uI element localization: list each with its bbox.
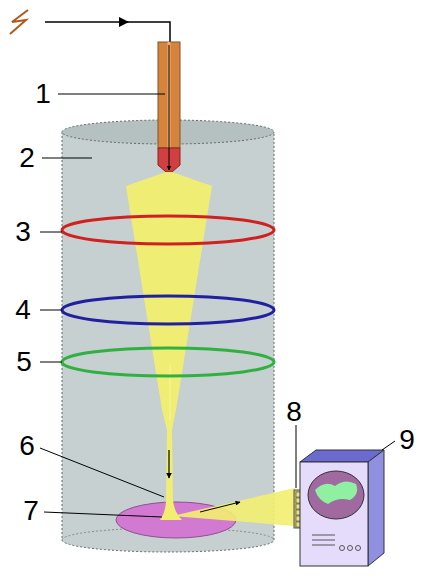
callout-number: 1 [35,80,51,108]
callout-number: 8 [286,398,302,426]
condenser-coil [62,216,274,244]
callout-number: 6 [19,432,35,460]
scan-coil [62,296,274,324]
vacuum-chamber [62,120,274,552]
callout-number: 4 [15,296,31,324]
callout-number: 3 [15,218,31,246]
objective-coil [62,348,274,376]
secondary-electrons [172,488,295,526]
callout-number: 7 [23,497,39,525]
callout-number: 5 [16,348,32,376]
power-symbol [10,10,28,34]
beam-spot [160,500,182,520]
leader-lines [40,94,395,517]
callout-number: 9 [399,426,415,454]
callout-number: 2 [19,144,35,172]
display-unit [300,450,384,566]
electron-beam [126,172,212,500]
wire [45,21,128,23]
